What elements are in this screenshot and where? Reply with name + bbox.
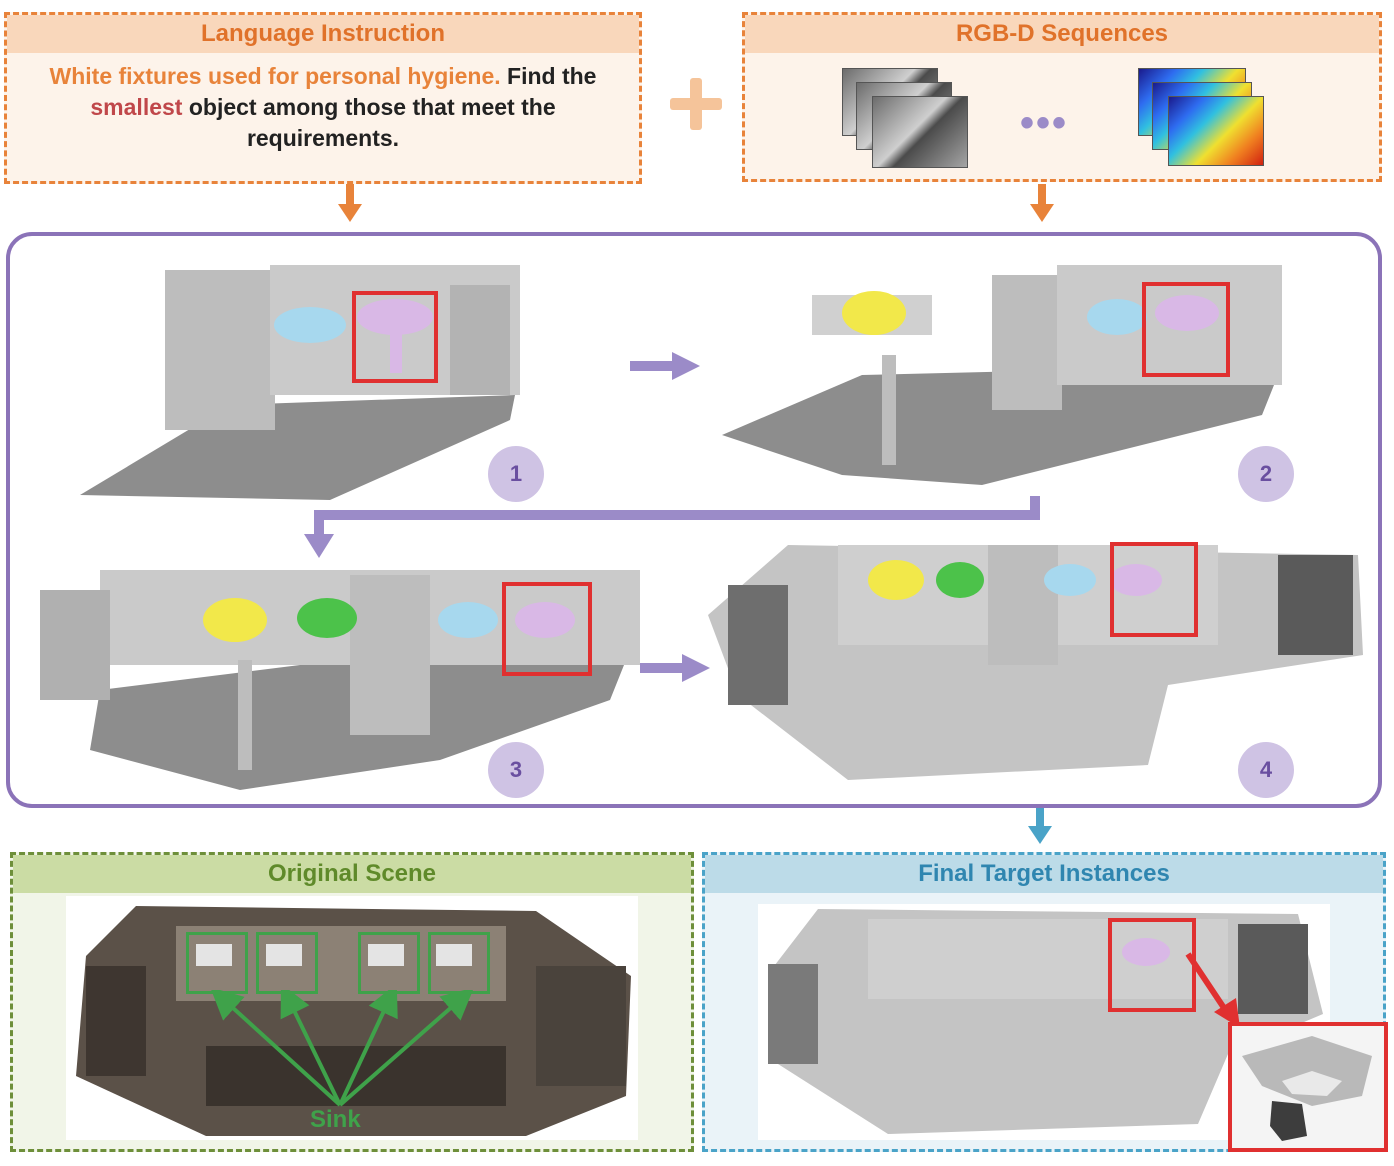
original-scene-render	[76, 906, 631, 1136]
arrow-right-icon	[640, 654, 710, 682]
zoom-arrow-icon	[1185, 952, 1240, 1028]
sink-highlight-box	[256, 932, 318, 994]
rgbd-sequences-box: RGB-D Sequences	[742, 12, 1382, 182]
arrow-connector-icon	[304, 496, 1040, 558]
instruction-text-b: object among those that meet the require…	[182, 94, 556, 151]
sink-highlight-box	[428, 932, 490, 994]
instruction-keyword: smallest	[90, 94, 183, 120]
arrow-down-icon	[1030, 184, 1054, 222]
final-target-title: Final Target Instances	[705, 855, 1383, 893]
arrow-down-icon	[1028, 808, 1052, 844]
arrow-right-icon	[630, 352, 700, 380]
sink-pointer-arrows	[210, 990, 475, 1107]
step-number-3: 3	[488, 742, 544, 798]
scene-step-4	[708, 545, 1363, 780]
ellipsis: •••	[1020, 101, 1069, 145]
target-highlight-box	[1142, 282, 1230, 377]
instruction-highlight: White fixtures used for personal hygiene…	[49, 63, 501, 89]
zoomed-sink-render	[1242, 1036, 1372, 1141]
step-number-2: 2	[1238, 446, 1294, 502]
target-highlight-box	[1110, 542, 1198, 637]
step-number-4: 4	[1238, 742, 1294, 798]
sink-highlight-box	[186, 932, 248, 994]
depth-frame	[1168, 96, 1264, 166]
sink-label: Sink	[310, 1106, 361, 1133]
rgb-frame	[872, 96, 968, 168]
original-scene-title: Original Scene	[13, 855, 691, 893]
target-highlight-box	[502, 582, 592, 676]
rgbd-sequences-title: RGB-D Sequences	[745, 15, 1379, 53]
language-instruction-title: Language Instruction	[7, 15, 639, 53]
final-target-render	[768, 909, 1323, 1134]
step-number-1: 1	[488, 446, 544, 502]
language-instruction-box: Language Instruction White fixtures used…	[4, 12, 642, 184]
scene-step-1	[80, 265, 520, 500]
plus-icon	[670, 78, 722, 130]
arrow-down-icon	[338, 184, 362, 222]
instruction-text-a: Find the	[500, 63, 597, 89]
target-highlight-box	[1108, 918, 1196, 1012]
target-highlight-box	[352, 291, 438, 383]
sink-highlight-box	[358, 932, 420, 994]
language-instruction-text: White fixtures used for personal hygiene…	[7, 53, 639, 154]
